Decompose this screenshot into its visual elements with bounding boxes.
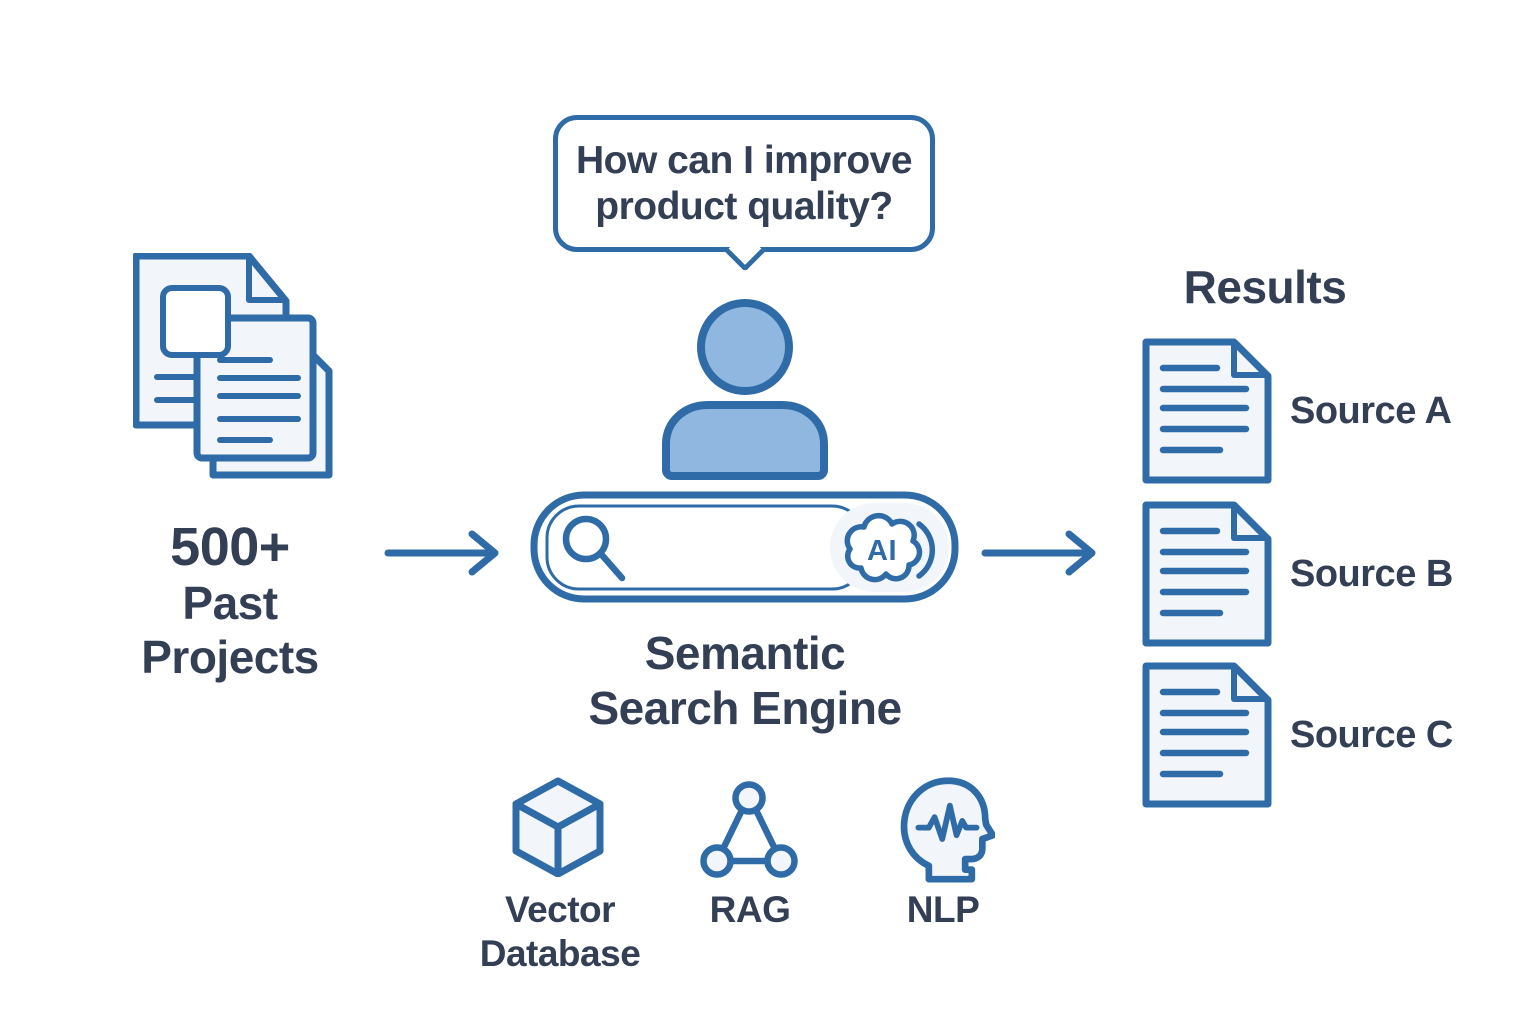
result-row-source-c: Source C (1142, 662, 1522, 808)
ai-badge-text: AI (867, 535, 897, 567)
document-icon (1142, 501, 1272, 647)
document-icon (1142, 662, 1272, 808)
arrow-right-icon (981, 530, 1096, 576)
past-projects-count: 500+ (170, 517, 290, 577)
results-title: Results (1183, 261, 1347, 313)
head-waveform-icon (900, 777, 995, 883)
magnifier-icon (562, 515, 626, 582)
result-row-source-a: Source A (1142, 338, 1522, 484)
speech-bubble-text-line1: How can I improve (575, 138, 913, 182)
speech-bubble-text-line2: product quality? (595, 184, 893, 228)
nlp-label: NLP (906, 889, 980, 930)
result-source-a-label: Source A (1290, 389, 1452, 432)
past-projects-label: 500+ Past Projects (125, 518, 335, 684)
cube-icon (512, 777, 604, 877)
search-engine-label: Semantic Search Engine (588, 627, 902, 734)
network-triangle-icon (700, 781, 798, 878)
result-row-source-b: Source B (1142, 501, 1522, 647)
arrow-right-icon (384, 530, 499, 576)
documents-stack-icon (133, 253, 333, 479)
speech-bubble: How can I improve product quality? (553, 115, 935, 252)
ai-cloud-icon: AI (844, 512, 936, 583)
result-source-c-label: Source C (1290, 713, 1453, 756)
result-source-b-label: Source B (1290, 552, 1453, 595)
search-bar: AI (530, 491, 959, 603)
document-icon (1142, 338, 1272, 484)
user-person-icon (662, 299, 828, 480)
rag-label: RAG (709, 889, 791, 930)
vector-database-label: Vector Database (479, 889, 641, 974)
